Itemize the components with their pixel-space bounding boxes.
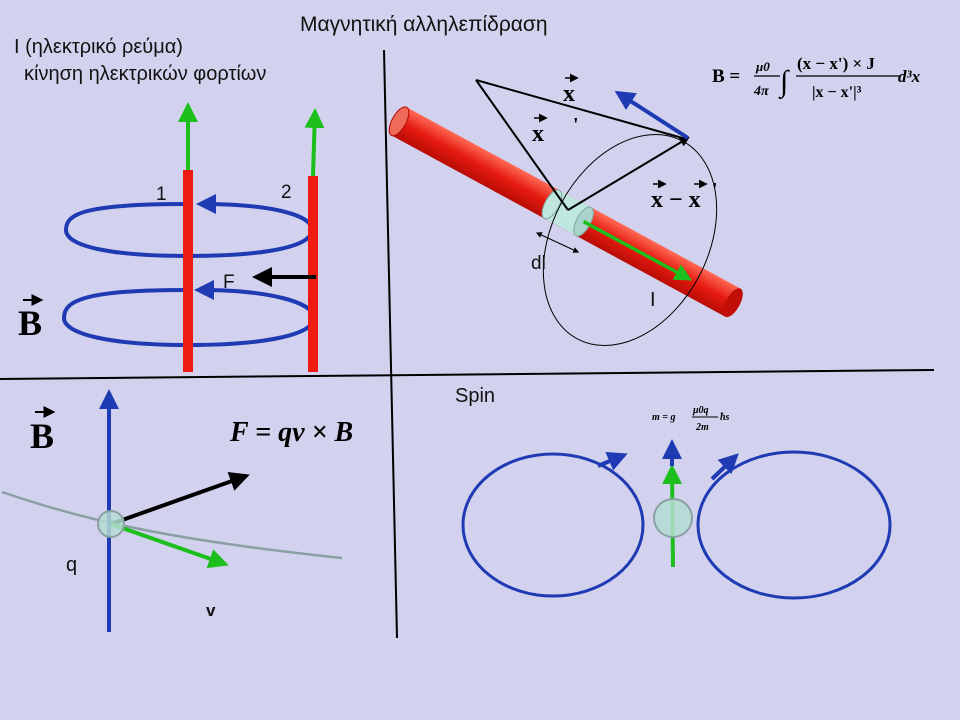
dl-label: dl xyxy=(531,253,546,274)
spin-loop-left-arrow xyxy=(597,452,628,471)
x-vector-text: x xyxy=(563,81,575,107)
wire-end-right xyxy=(723,288,743,318)
lorentz-formula: F = qv × B xyxy=(229,417,353,448)
wire-element-end-left xyxy=(541,189,563,220)
wire-1 xyxy=(183,170,193,372)
moment-lhs: m = g xyxy=(652,412,675,423)
velocity-vector xyxy=(110,522,229,569)
position-x-prime-line xyxy=(475,79,569,211)
wire-2 xyxy=(308,176,318,372)
biot-savart-integrand-den: |x − x'|³ xyxy=(812,84,862,101)
force-label: F xyxy=(223,272,235,293)
moment-tail: ħs xyxy=(720,412,730,423)
lorentz-formula-text: F = qv × B xyxy=(229,417,353,448)
wire-end-left xyxy=(388,106,410,137)
wire-2-label: 2 xyxy=(281,182,292,203)
lorentz-force-panel xyxy=(1,389,343,632)
charge-trajectory xyxy=(1,490,343,560)
spin-loop-left xyxy=(461,452,645,598)
position-x-line xyxy=(475,79,687,140)
charge-motion-label: κίνηση ηλεκτρικών φορτίων xyxy=(24,63,267,85)
separation-vector-text: x − x xyxy=(651,187,701,213)
moment-num: μ0q xyxy=(692,405,709,416)
biot-savart-coef-den: 4π xyxy=(753,84,769,99)
spin-panel xyxy=(461,439,892,600)
charge-label: q xyxy=(66,554,78,576)
moment-den: 2m xyxy=(695,422,709,433)
separation-vector-label: x − x ' xyxy=(651,179,718,213)
parallel-wires-panel xyxy=(61,102,325,372)
divider-vertical xyxy=(383,49,398,639)
dl-dimension-arrow xyxy=(535,232,580,253)
charge-particle xyxy=(97,510,125,538)
spin-loop-right-arrow xyxy=(710,453,739,481)
moment-formula: m = g μ0q 2m ħs xyxy=(652,405,730,433)
biot-savart-integrand-num: (x − x') × J xyxy=(797,54,875,73)
separation-vector xyxy=(567,136,690,211)
spinning-particle xyxy=(653,498,693,538)
b-symbol-top-text: B xyxy=(18,303,42,343)
spin-label: Spin xyxy=(455,385,496,407)
current-direction-arrow xyxy=(582,220,693,281)
wire-1-label: 1 xyxy=(156,184,167,205)
b-symbol-bottom-text: B xyxy=(30,416,54,456)
biot-savart-tail: d³x xyxy=(898,67,921,86)
separation-prime-mark: ' xyxy=(712,179,718,201)
integral-sign: ∫ xyxy=(778,65,790,100)
b-symbol-top: B xyxy=(18,294,44,343)
biot-savart-coef-num: μ0 xyxy=(755,59,770,74)
biot-savart-panel xyxy=(388,79,743,346)
x-vector-label: x xyxy=(563,73,579,107)
biot-savart-lhs: B = xyxy=(712,66,740,87)
divider-horizontal xyxy=(0,369,935,380)
x-prime-mark: ' xyxy=(573,114,579,136)
x-prime-vector-label: x ' xyxy=(532,113,579,147)
force-vector xyxy=(110,471,250,526)
b-symbol-bottom: B xyxy=(30,406,56,456)
current-arrow-wire-2 xyxy=(304,108,325,177)
loop-current-label: I xyxy=(650,289,656,311)
current-label: I (ηλεκτρικό ρεύμα) xyxy=(14,36,183,58)
spin-loop-right xyxy=(696,450,892,600)
velocity-label: v xyxy=(206,601,216,620)
magnetic-field-vector xyxy=(614,90,690,140)
x-prime-vector-text: x xyxy=(532,121,544,147)
page-title: Μαγνητική αλληλεπίδραση xyxy=(300,13,548,36)
biot-savart-formula: B = μ0 4π ∫ (x − x') × J |x − x'|³ d³x xyxy=(712,54,921,101)
